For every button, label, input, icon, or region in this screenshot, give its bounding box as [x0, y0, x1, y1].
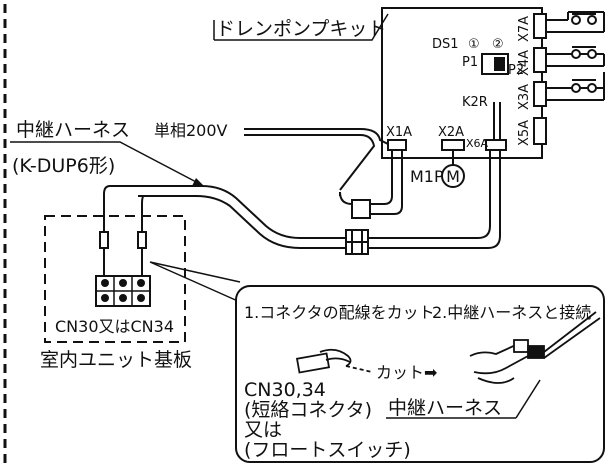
cut-connector-graphic: [295, 348, 373, 374]
power-cable: [339, 150, 403, 219]
ds1-label: DS1: [432, 37, 459, 52]
relay-harness-graphic: [469, 311, 601, 384]
cn-line2-label: (短絡コネクタ): [244, 399, 372, 421]
relay-harness-model-label: (K-DUP6形): [12, 155, 115, 177]
cn-line1-label: CN30,34: [244, 379, 326, 401]
x4a-label: X4A: [517, 50, 532, 76]
cn-line4-label: (フロートスイッチ): [244, 439, 411, 461]
x7a-label: X7A: [517, 16, 532, 42]
x4a-connector: [533, 47, 547, 73]
cut-arrow-icon: ➡: [424, 363, 437, 382]
x6a-connector: [485, 139, 507, 151]
relay-harness-leader: [10, 141, 201, 185]
x7a-connector: [533, 13, 547, 39]
motor-symbol: M: [446, 167, 460, 186]
pump-motor: M: [441, 150, 465, 188]
drain-pump-kit-box: [381, 7, 547, 159]
relay-harness-label: 中継ハーネス: [16, 119, 130, 141]
x3a-label: X3A: [517, 84, 532, 110]
ds1-pos1-label: ①: [468, 37, 480, 52]
m1p-label: M1P: [410, 167, 444, 186]
indoor-unit-board-box: [44, 215, 186, 343]
single-phase-200v-label: 単相200V: [154, 121, 228, 140]
p1-label: P1: [462, 55, 478, 70]
x1a-label: X1A: [386, 125, 412, 140]
cn30-connector-block: [95, 275, 151, 307]
float-switches: [546, 11, 605, 101]
x6a-label: X6A: [466, 137, 489, 150]
ds1-switch: [481, 53, 509, 75]
board-wires: [99, 185, 147, 276]
step2-label: 2.中継ハーネスと接続: [432, 303, 591, 322]
p2-label: P2: [508, 63, 524, 78]
x2a-label: X2A: [438, 125, 464, 140]
cn-line3-label: 又は: [244, 419, 282, 441]
x1a-connector: [387, 139, 407, 151]
ds1-pos2-label: ②: [492, 37, 504, 52]
step1-label: 1.コネクタの配線をカット: [244, 303, 435, 322]
relay-harness-callout-label: 中継ハーネス: [388, 397, 502, 419]
cut-label: カット: [376, 363, 424, 382]
relay-harness-callout-leader: [515, 379, 541, 419]
drain-pump-kit-leader: [214, 13, 389, 41]
cn30-or-cn34-label: CN30又はCN34: [55, 317, 174, 336]
callout-leader: [149, 261, 241, 303]
x2a-connector: [441, 139, 465, 151]
k2r-label: K2R: [462, 95, 488, 110]
indoor-unit-board-label: 室内ユニット基板: [40, 349, 192, 371]
x3a-connector: [533, 81, 547, 107]
relay-harness-cable: [138, 150, 501, 255]
x5a-label: X5A: [517, 120, 532, 146]
x5a-connector: [533, 117, 547, 145]
drain-pump-kit-label: ドレンポンプキット: [216, 18, 386, 40]
